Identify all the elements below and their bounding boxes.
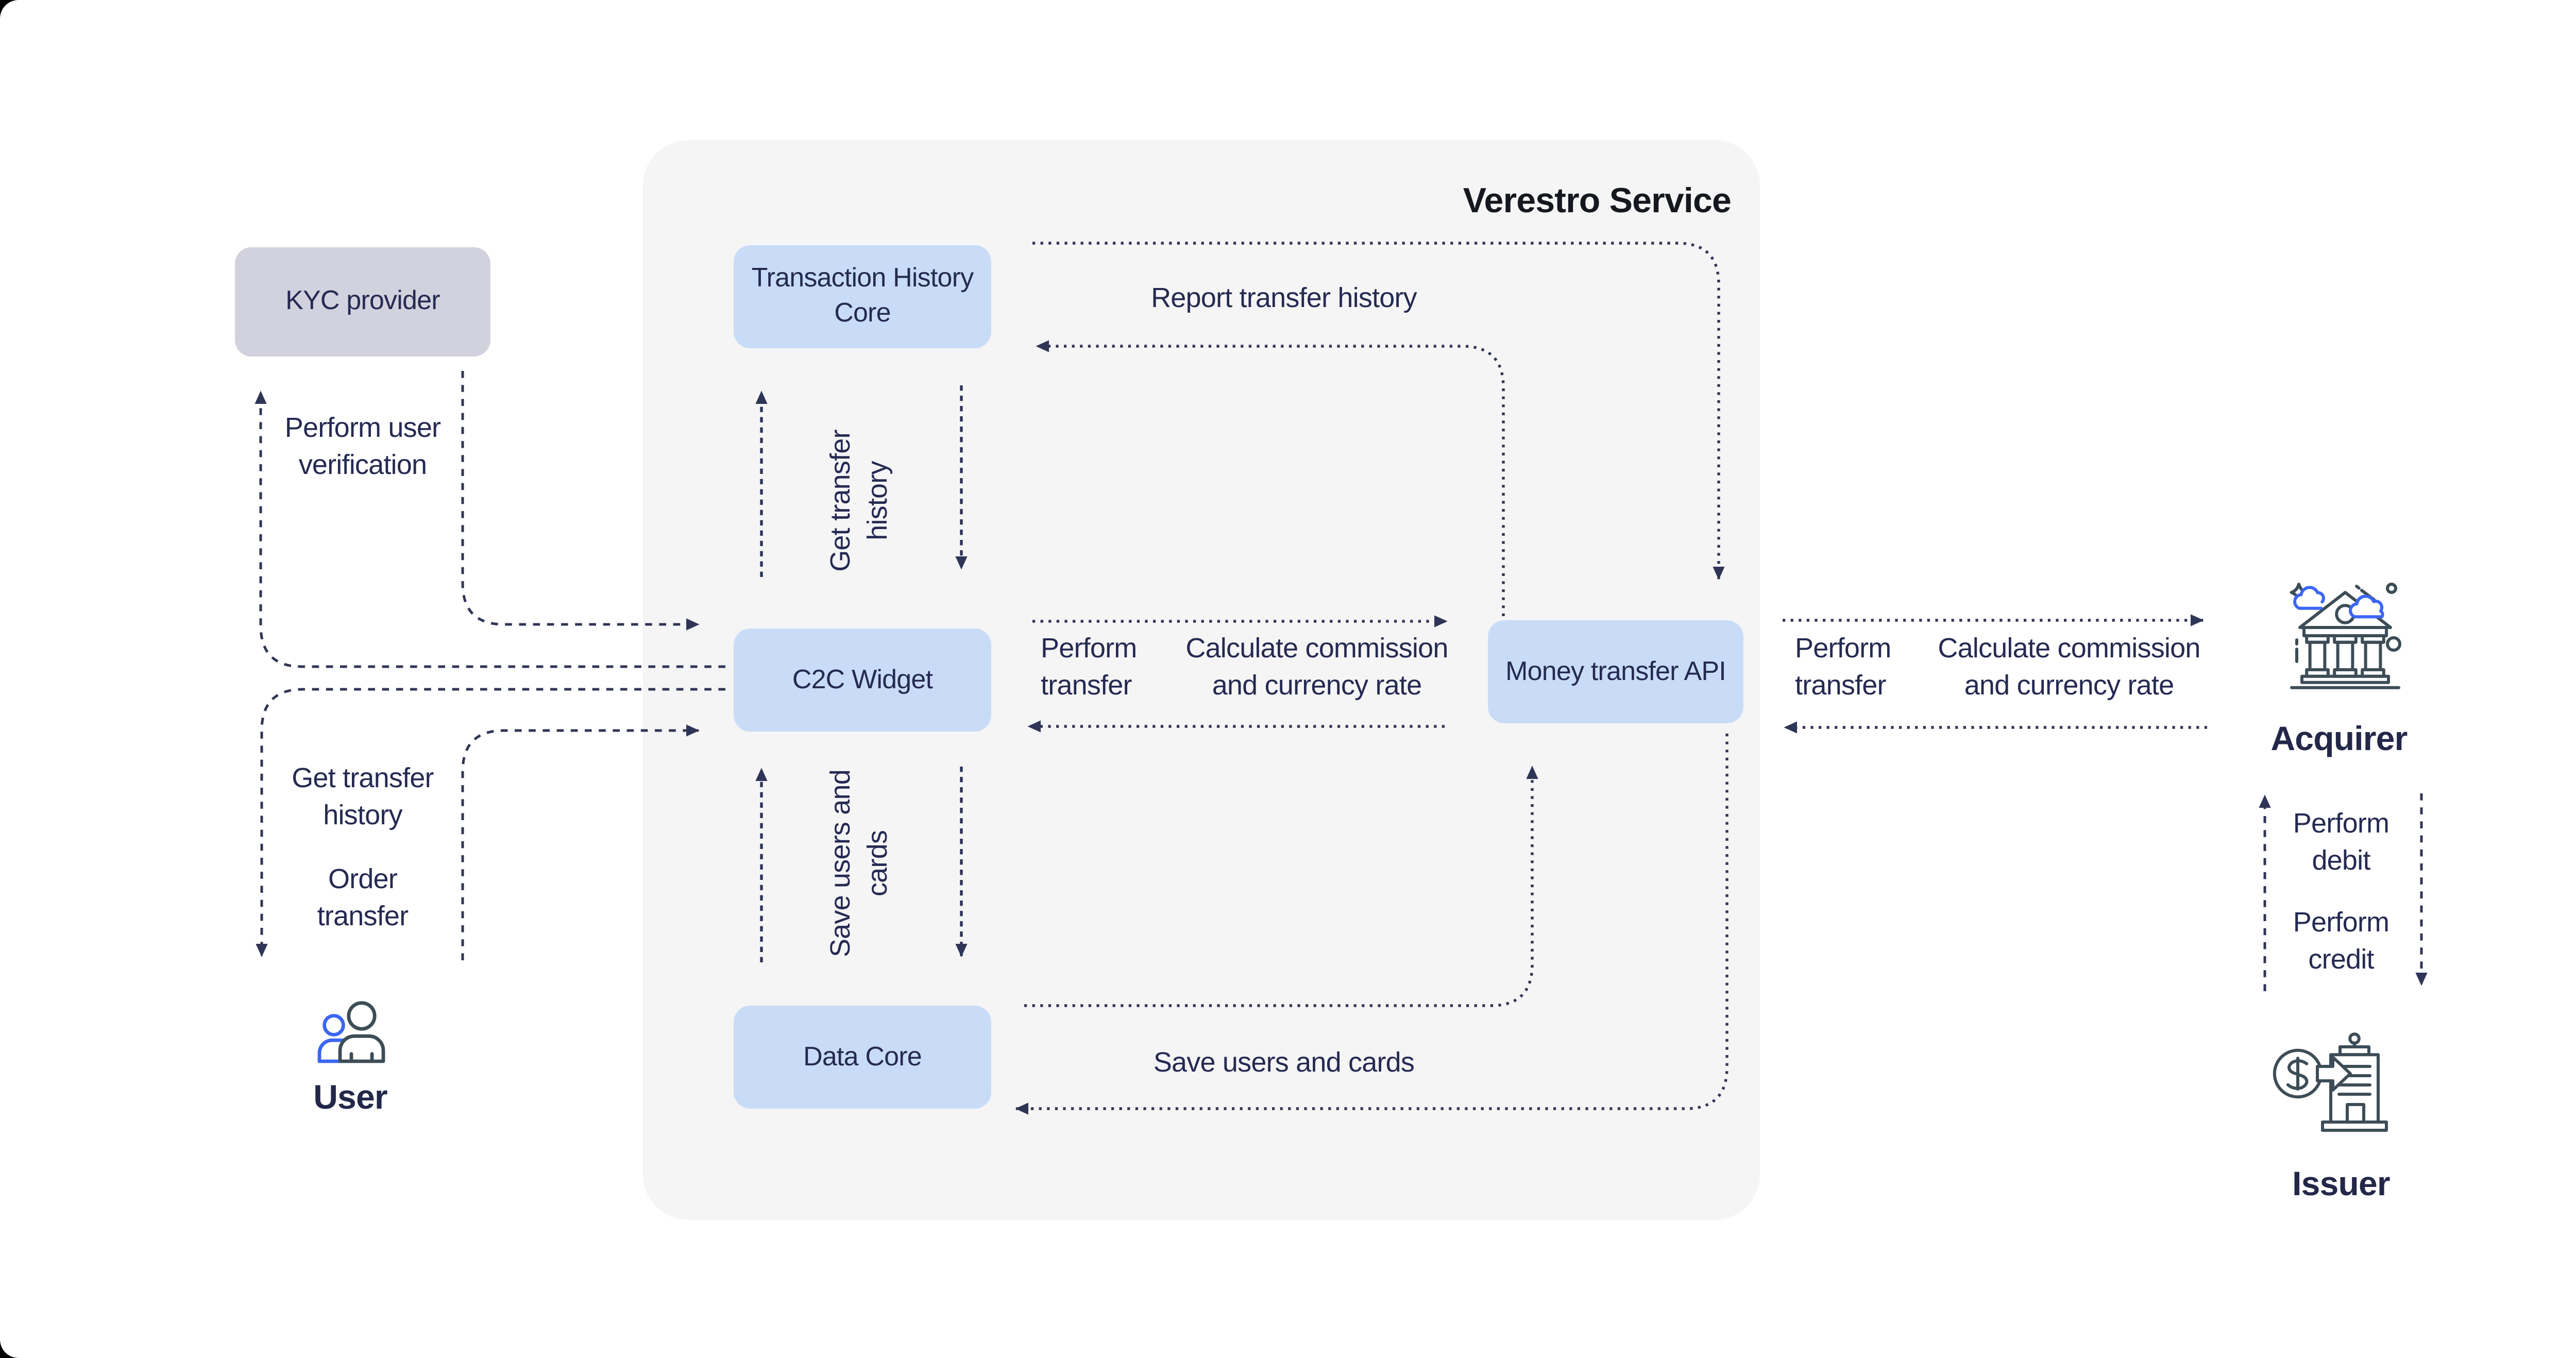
label-report-transfer-history: Report transfer history: [1151, 282, 1417, 313]
label-get-transfer-history-vertical: Get transfer history: [824, 430, 892, 572]
issuer-label: Issuer: [2292, 1166, 2390, 1203]
label-order-transfer: Order transfer: [317, 863, 409, 931]
label-calc-commission-mid: Calculate commission and currency rate: [1185, 633, 1448, 701]
label-save-users-cards-vertical: Save users and cards: [824, 769, 892, 958]
label-perform-credit: Perform credit: [2293, 907, 2389, 975]
acquirer-icon: [2290, 583, 2401, 689]
label-calc-commission-right: Calculate commission and currency rate: [1938, 633, 2200, 701]
user-label: User: [313, 1080, 387, 1117]
node-money-transfer-api: Money transfer API: [1488, 620, 1743, 723]
label-get-transfer-history-left: Get transfer history: [292, 762, 434, 830]
label-perform-transfer-mid: Perform transfer: [1041, 633, 1137, 701]
issuer-icon: [2273, 1032, 2388, 1132]
label-save-users-cards: Save users and cards: [1153, 1047, 1415, 1078]
node-transaction-history-core: Transaction History Core: [734, 245, 991, 348]
label-perform-user-verification: Perform user verification: [284, 412, 441, 480]
node-data-core: Data Core: [734, 1006, 991, 1109]
node-c2c-widget: C2C Widget: [734, 629, 991, 732]
acquirer-label: Acquirer: [2270, 721, 2408, 758]
label-perform-transfer-right: Perform transfer: [1795, 633, 1891, 701]
node-kyc-provider: KYC provider: [235, 247, 490, 357]
label-perform-debit: Perform debit: [2293, 808, 2389, 876]
user-icon: [317, 1001, 385, 1063]
container-title: Verestro Service: [1463, 181, 1732, 220]
